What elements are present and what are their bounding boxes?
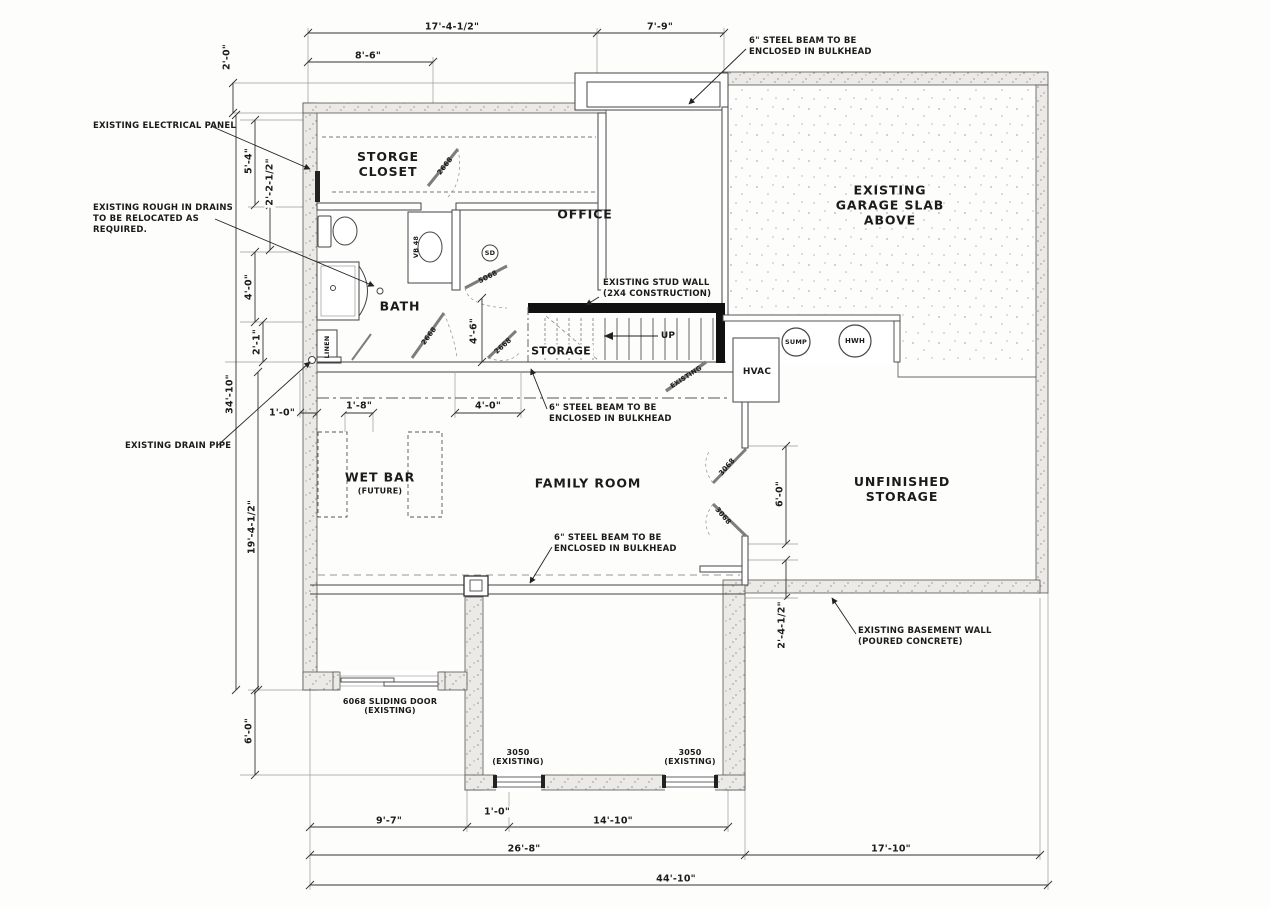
window-glazing [666, 776, 714, 788]
note-stud-wall: EXISTING STUD WALL(2X4 CONSTRUCTION) [601, 278, 714, 301]
label-vanity: VB 48 [412, 235, 420, 259]
room-label-office: OFFICE [557, 206, 613, 222]
room-label-bath: BATH [379, 298, 421, 314]
floor-drain [376, 287, 384, 295]
linen-door-leaf [351, 333, 372, 361]
dim-top-closet: 8'-6" [352, 50, 384, 62]
existing-door-leaf [664, 360, 708, 393]
dim-left-bottom: 6'-0" [243, 715, 255, 747]
toilet-bowl [332, 216, 358, 246]
window-glazing [497, 776, 541, 788]
dim-bottom-total: 44'-10" [654, 873, 698, 885]
label-smoke-detector: SD [484, 249, 496, 257]
sump-symbol [781, 327, 811, 357]
dim-storage-opening: 6'-0" [774, 478, 786, 510]
room-label-storage: STORAGE [529, 344, 593, 358]
electrical-panel-symbol [315, 171, 320, 202]
steel-beam-bulkhead [574, 72, 729, 111]
storage-door-leaf-1 [711, 447, 748, 485]
dim-right-offset: 2'-4-1/2" [776, 599, 788, 651]
smoke-detector-symbol [481, 244, 499, 262]
bath-fixtures [308, 171, 499, 364]
office-door-leaf [464, 264, 508, 290]
sliding-door-panel [383, 681, 439, 687]
dim-left-1: 5'-4" [243, 145, 255, 177]
annotation-leaders [212, 48, 857, 635]
dim-bottom-2: 1'-0" [481, 806, 513, 818]
note-drain-pipe: EXISTING DRAIN PIPE [125, 441, 232, 451]
interior-partitions [316, 106, 749, 586]
dim-left-3: 4'-0" [243, 271, 255, 303]
dashed-casework [317, 136, 596, 518]
dimension-lines [228, 28, 1053, 890]
dim-left-total: 34'-10" [224, 372, 236, 416]
dim-top-offset: 2'-0" [221, 41, 233, 73]
dim-bottom-5: 17'-10" [869, 843, 913, 855]
stud-wall [528, 303, 725, 363]
label-hwh: HWH [844, 337, 866, 345]
note-electrical-panel: EXISTING ELECTRICAL PANEL [93, 121, 236, 131]
hwh-symbol [838, 324, 872, 358]
note-basement-wall: EXISTING BASEMENT WALL(POURED CONCRETE) [858, 626, 992, 648]
openings [332, 670, 718, 792]
shower-door-arc [358, 265, 368, 317]
dim-left-2: 2'-2-1/2" [264, 156, 276, 208]
label-hvac: HVAC [742, 367, 772, 377]
note-window-right: 3050(EXISTING) [664, 748, 716, 766]
dim-left-4: 2'-1" [251, 326, 263, 358]
up-arrow [604, 332, 613, 340]
label-up: UP [660, 331, 676, 341]
closet-door-leaf [426, 148, 460, 187]
hall-door-leaf [486, 329, 518, 360]
extension-lines [225, 28, 1049, 890]
dim-bottom-1: 9'-7" [373, 815, 405, 827]
toilet-tank [317, 215, 332, 248]
vanity-sink [417, 231, 443, 263]
mechanical-room [722, 314, 901, 403]
room-label-wet-bar: WET BAR [344, 469, 416, 485]
note-window-left: 3050(EXISTING) [492, 748, 544, 766]
room-label-family-room: FAMILY ROOM [534, 475, 642, 491]
bath-door-leaf [410, 312, 446, 359]
dim-top-right: 7'-9" [644, 21, 676, 33]
dim-bottom-3: 14'-10" [591, 815, 635, 827]
hvac-unit [732, 337, 780, 403]
sliding-door-panel [340, 677, 395, 683]
dim-mid-3: 4'-0" [472, 400, 504, 412]
dim-mid-2: 1'-8" [343, 400, 375, 412]
label-sump: SUMP [785, 338, 807, 346]
dim-mid-1: 1'-0" [266, 407, 298, 419]
storage-door-leaf-2 [711, 502, 748, 538]
dim-left-family: 19'-4-1/2" [246, 497, 258, 557]
dim-top-main: 17'-4-1/2" [422, 21, 482, 33]
door-swing-arcs [443, 148, 714, 538]
door-leaves [351, 148, 748, 538]
note-sliding-door: 6068 SLIDING DOOR(EXISTING) [342, 697, 438, 715]
dim-bottom-4: 26'-8" [505, 843, 543, 855]
room-label-linen: LINEN [323, 335, 331, 359]
beam-lines [310, 361, 898, 597]
dim-hall: 4'-6" [468, 315, 480, 347]
room-label-wet-bar-note: (FUTURE) [357, 486, 403, 496]
